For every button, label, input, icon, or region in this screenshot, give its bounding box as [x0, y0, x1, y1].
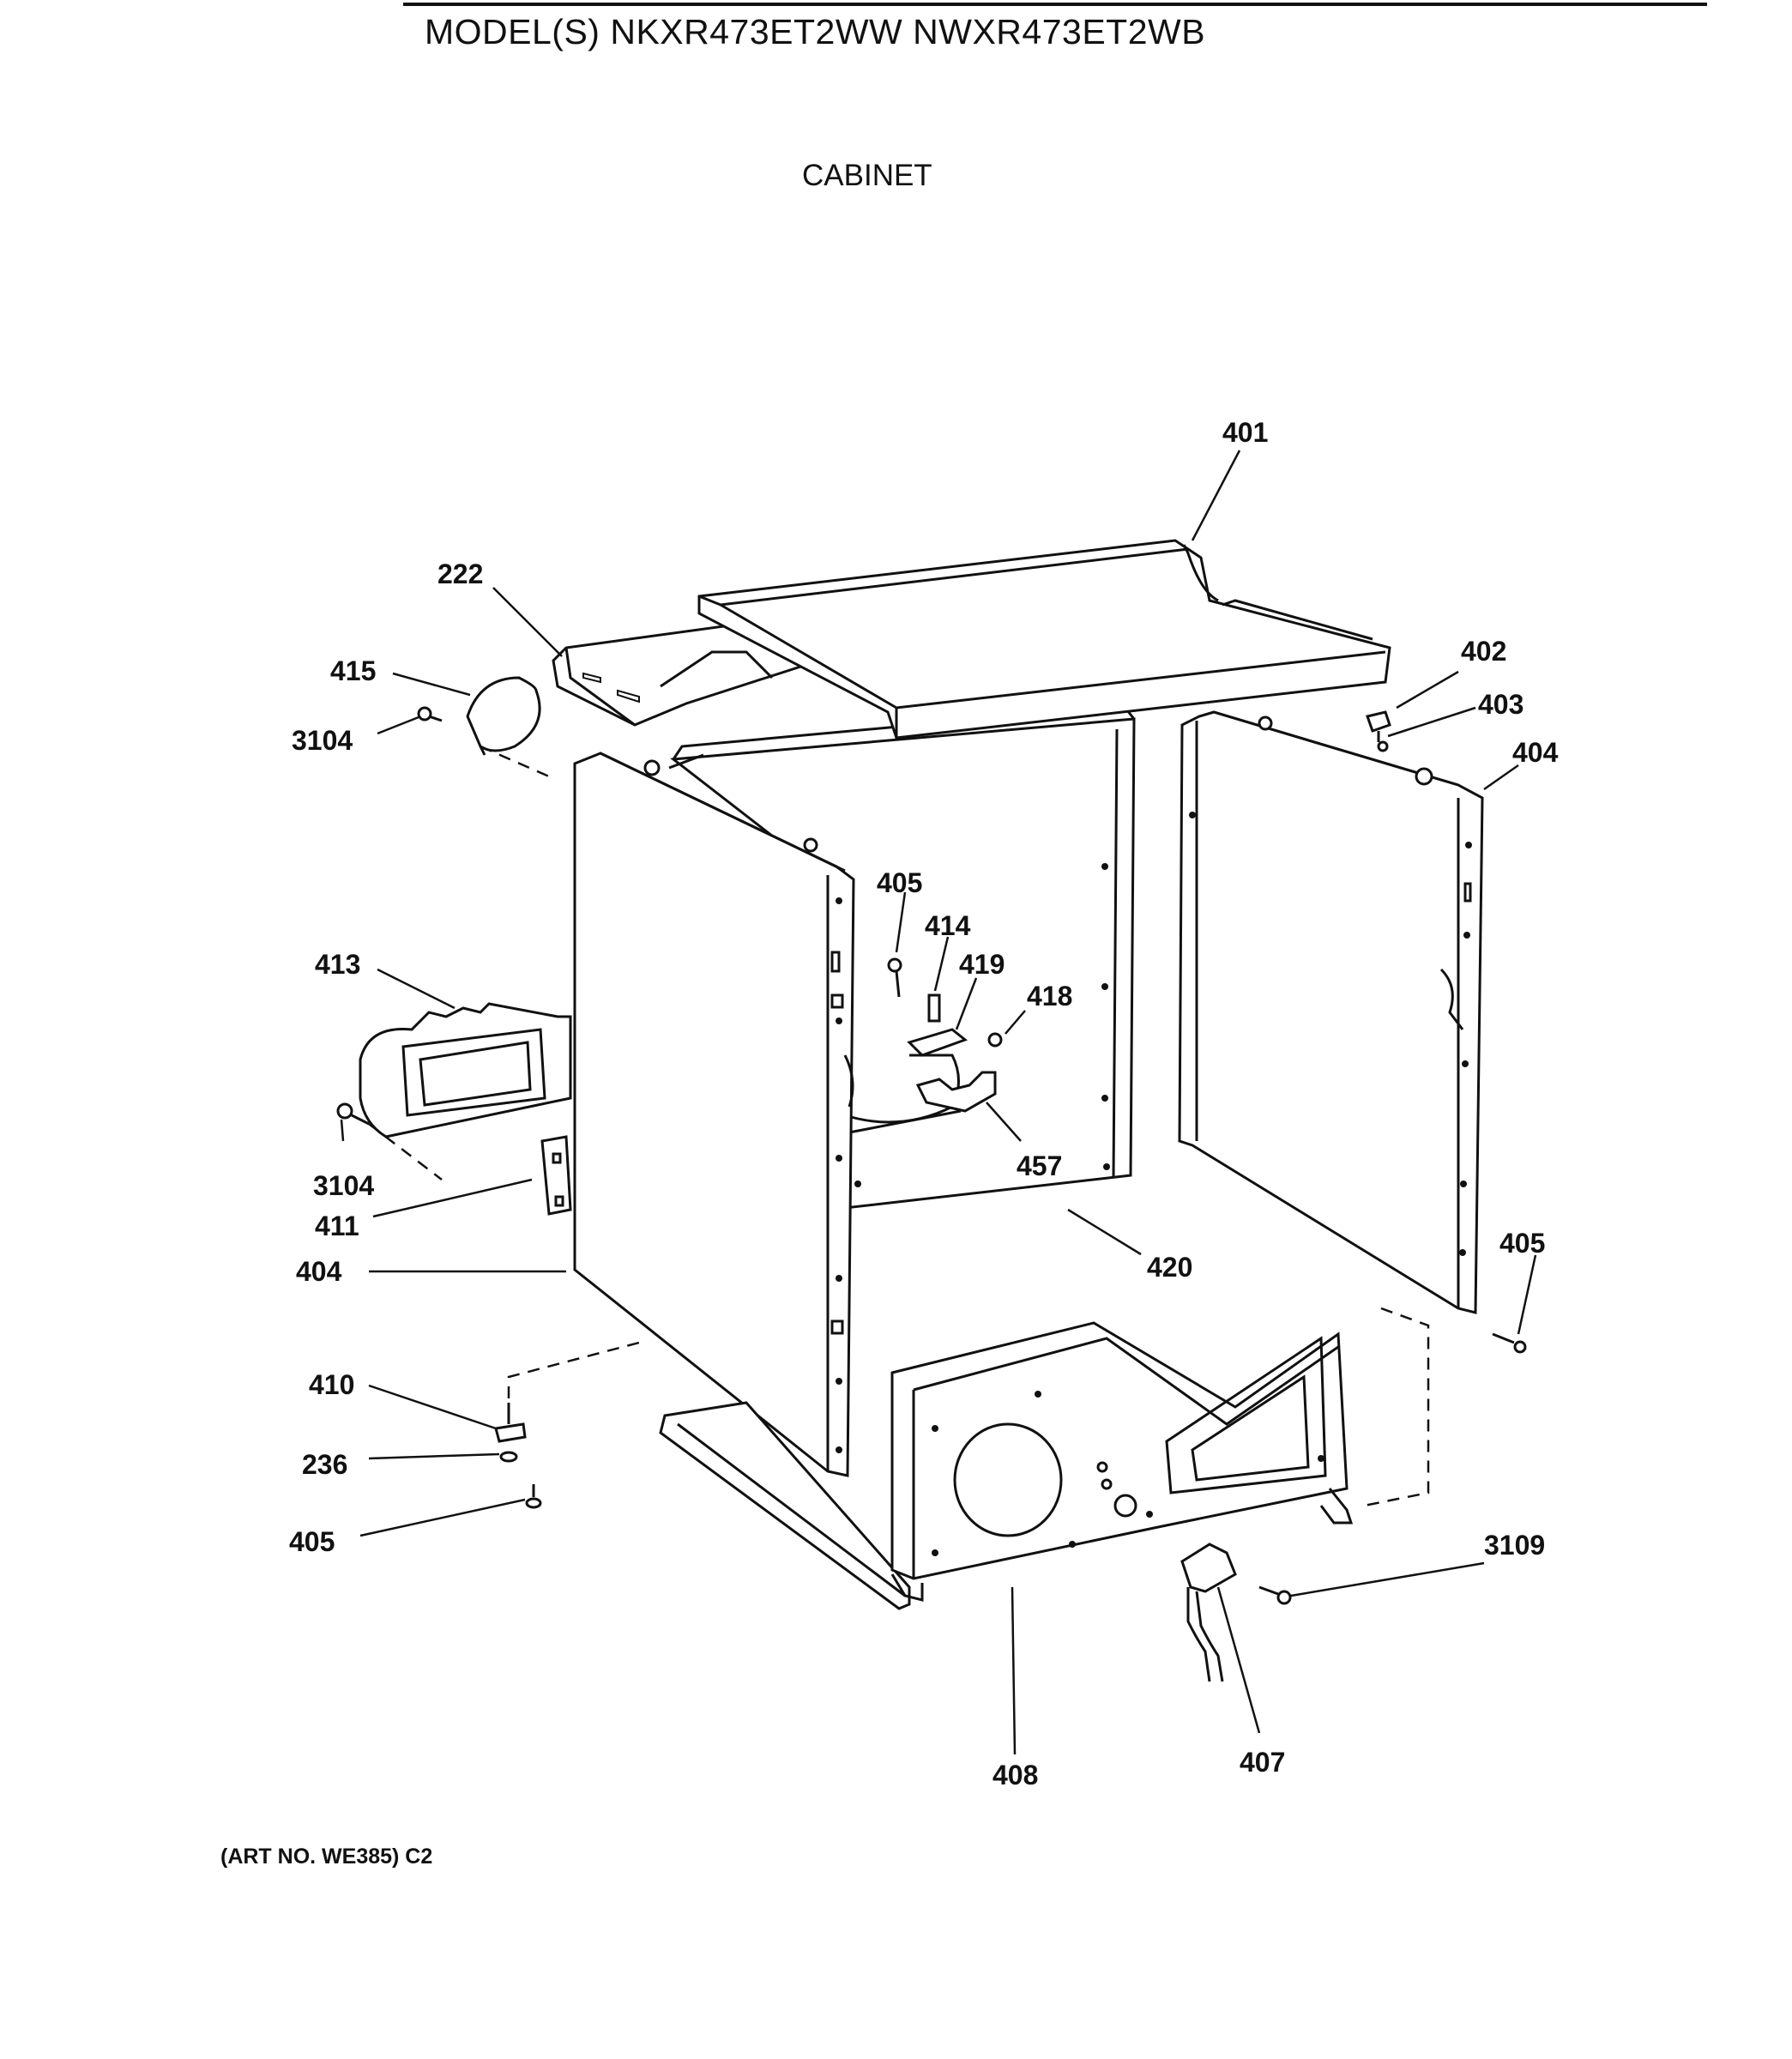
left-side-panel-404 [573, 752, 855, 1477]
bracket-457 [915, 1071, 997, 1113]
screw-405-right [1492, 1332, 1527, 1354]
bracket-413 [359, 1002, 572, 1138]
bracket-419 [907, 1028, 968, 1057]
label-405-bottom: 405 [289, 1526, 335, 1557]
leg-410 [494, 1403, 527, 1443]
label-401: 401 [1222, 417, 1268, 448]
label-415: 415 [330, 655, 376, 686]
label-405-right: 405 [1499, 1228, 1545, 1259]
bracket-402 [1366, 710, 1391, 752]
label-419: 419 [959, 949, 1005, 980]
label-404-left: 404 [296, 1256, 342, 1287]
pad-236 [499, 1451, 518, 1463]
screw-405-bottom [525, 1484, 542, 1509]
label-420: 420 [1147, 1252, 1192, 1283]
label-411: 411 [315, 1211, 359, 1241]
cord-407 [1180, 1543, 1237, 1682]
label-408: 408 [993, 1760, 1038, 1790]
screw-3104-left [336, 1102, 370, 1126]
top-shelf-222 [552, 620, 823, 727]
vent-cover-415 [466, 676, 541, 756]
screw-3104-top [417, 706, 443, 722]
label-418: 418 [1027, 981, 1072, 1011]
label-403: 403 [1478, 689, 1524, 720]
grommet-418 [987, 1032, 1003, 1048]
bracket-411 [540, 1135, 572, 1216]
label-410: 410 [309, 1369, 354, 1400]
section-title: CABINET [802, 159, 932, 192]
label-405-mid: 405 [877, 867, 922, 898]
label-3104-top: 3104 [292, 725, 353, 756]
label-236: 236 [302, 1449, 347, 1480]
art-number: (ART NO. WE385) C2 [220, 1845, 433, 1869]
label-3109: 3109 [1484, 1530, 1545, 1561]
label-404-right: 404 [1512, 737, 1559, 768]
label-222: 222 [437, 559, 483, 589]
label-402: 402 [1461, 636, 1506, 667]
label-457: 457 [1017, 1150, 1062, 1181]
clip-414 [927, 993, 941, 1023]
screw-405-mid [887, 957, 902, 998]
top-401 [697, 539, 1391, 740]
label-414: 414 [925, 910, 971, 941]
screw-3109 [1258, 1585, 1292, 1605]
label-3104-left: 3104 [313, 1170, 374, 1201]
top-rule [403, 3, 1707, 6]
label-413: 413 [315, 949, 360, 980]
right-side-panel-404 [1178, 710, 1484, 1314]
base-408 [659, 1321, 1354, 1610]
model-title: MODEL(S) NKXR473ET2WW NWXR473ET2WB [425, 12, 1206, 51]
label-407: 407 [1240, 1747, 1285, 1778]
